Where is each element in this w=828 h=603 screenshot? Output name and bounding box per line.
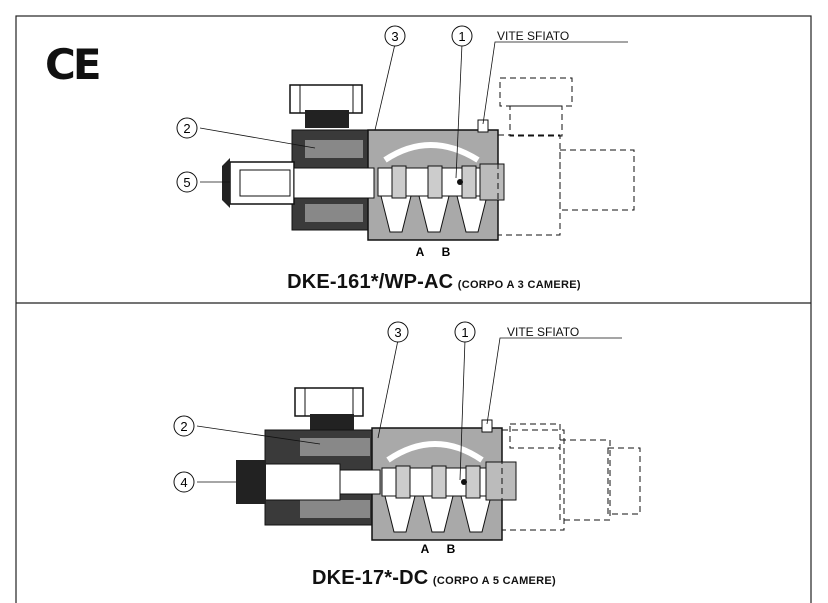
- callout-bottom-3: 3: [394, 325, 401, 340]
- callout-top-1: 1: [458, 29, 465, 44]
- caption-top-model: DKE-161*/WP-AC: [287, 271, 454, 293]
- callout-top-2: 2: [183, 121, 190, 136]
- caption-bottom-note: (CORPO A 5 CAMERE): [432, 575, 557, 587]
- callout-bottom-1: 1: [461, 325, 468, 340]
- callout-bottom-2: 2: [180, 419, 187, 434]
- port-label-bottom-a: A: [421, 542, 430, 556]
- caption-bottom-model: DKE-17*-DC: [311, 567, 429, 589]
- caption-bottom: DKE-17*-DC (CORPO A 5 CAMERE): [0, 567, 828, 590]
- port-label-top-b: B: [442, 245, 451, 259]
- vent-screw-label-top: VITE SFIATO: [497, 29, 570, 43]
- vent-screw-label-bottom: VITE SFIATO: [507, 325, 580, 339]
- callout-bottom-4: 4: [180, 475, 187, 490]
- port-label-top-a: A: [416, 245, 425, 259]
- caption-top: DKE-161*/WP-AC (CORPO A 3 CAMERE): [0, 271, 828, 294]
- port-label-bottom-b: B: [447, 542, 456, 556]
- bottom-valve-drawing: [236, 387, 641, 541]
- callout-top-3: 3: [391, 29, 398, 44]
- callout-top-5: 5: [183, 175, 190, 190]
- caption-top-note: (CORPO A 3 CAMERE): [457, 279, 581, 291]
- ce-mark: CE: [45, 40, 101, 89]
- top-valve-drawing: [222, 77, 635, 241]
